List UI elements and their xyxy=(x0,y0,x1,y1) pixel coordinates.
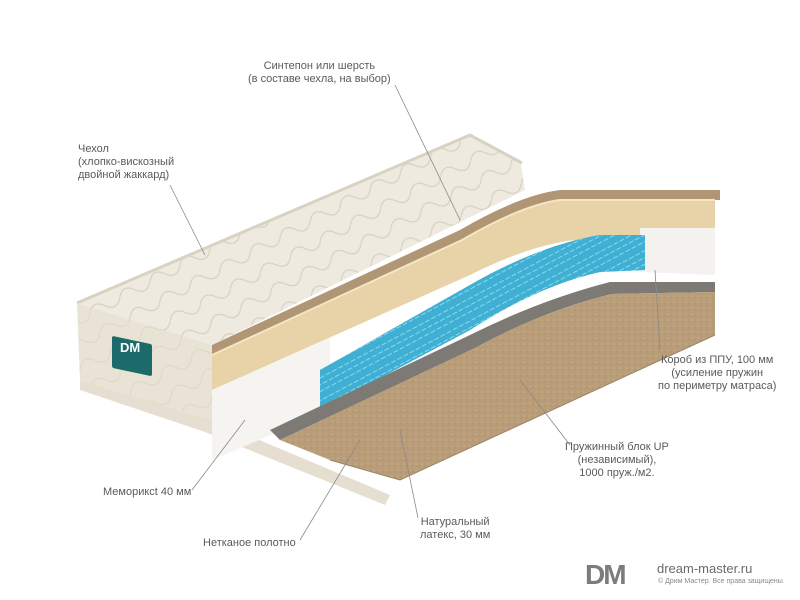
callout-sintepon-line2: (в составе чехла, на выбор) xyxy=(248,73,391,85)
callout-chehol-line2: (хлопко-вискозный xyxy=(78,156,175,168)
callout-block-line1: Пружинный блок UP xyxy=(565,441,669,453)
callout-korob-line3: по периметру матраса) xyxy=(658,380,777,392)
spring-block xyxy=(320,235,645,410)
callout-block-line2: (независимый), xyxy=(577,454,657,466)
callout-sintepon: Синтепон или шерсть (в составе чехла, на… xyxy=(248,60,391,86)
brand-logo-text: DM xyxy=(585,560,625,586)
callout-block-line3: 1000 пруж./м2. xyxy=(579,467,655,479)
callout-spring-block: Пружинный блок UP (независимый), 1000 пр… xyxy=(565,441,669,480)
callout-memoriks-line1: Мемориксt 40 мм xyxy=(103,486,192,498)
callout-sintepon-line1: Синтепон или шерсть xyxy=(263,60,376,72)
callout-chehol: Чехол (хлопко-вискозный двойной жаккард) xyxy=(78,143,174,182)
callout-korob: Короб из ППУ, 100 мм (усиление пружин по… xyxy=(658,354,776,393)
brand-logo: DM xyxy=(585,560,627,586)
callout-lateks-line2: латекс, 30 мм xyxy=(420,529,491,541)
memory-foam-layer xyxy=(211,199,715,390)
callout-netkanoe-line1: Нетканое полотно xyxy=(203,537,296,549)
callout-netkanoe: Нетканое полотно xyxy=(203,537,296,550)
latex-layer xyxy=(280,292,716,481)
callout-chehol-line1: Чехол xyxy=(78,143,109,155)
foam-box-perimeter xyxy=(212,228,715,460)
callout-lateks-line1: Натуральный xyxy=(420,516,490,528)
callout-chehol-line3: двойной жаккард) xyxy=(78,169,170,181)
tag-logo-text: DM xyxy=(120,340,140,355)
brand-copyright: © Дрим Мастер. Все права защищены. xyxy=(658,578,785,585)
callout-lateks: Натуральный латекс, 30 мм xyxy=(420,516,490,542)
callout-leaders xyxy=(169,84,661,541)
callout-korob-line1: Короб из ППУ, 100 мм xyxy=(661,354,774,366)
callout-korob-line2: (усиление пружин xyxy=(671,367,764,379)
mattress-brand-tag: DM xyxy=(112,336,152,376)
callout-memoriks: Мемориксt 40 мм xyxy=(103,486,191,499)
brand-url[interactable]: dream-master.ru xyxy=(657,561,753,576)
